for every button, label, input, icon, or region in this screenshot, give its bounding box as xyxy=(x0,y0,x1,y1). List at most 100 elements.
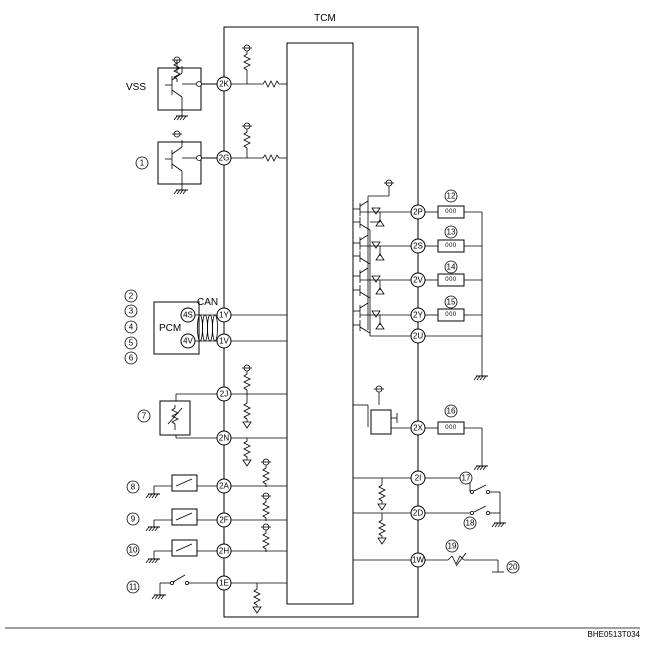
tcm-pin-2n: 2N xyxy=(216,430,232,446)
tcm-pin-1w: 1W xyxy=(410,552,426,568)
tcm-pin-2s: 2S xyxy=(410,238,426,254)
svg-text:20: 20 xyxy=(509,563,518,572)
pcm-label: PCM xyxy=(159,323,181,334)
driver-transistors xyxy=(353,200,411,337)
tcm-pin-2i: 2I xyxy=(410,470,426,486)
tcm-pin-2v: 2V xyxy=(410,272,426,288)
callout-9: 9 xyxy=(126,512,140,526)
callout-20: 20 xyxy=(506,560,520,574)
callout-14: 14 xyxy=(444,260,458,274)
svg-text:16: 16 xyxy=(447,407,456,416)
can-twisted-pair xyxy=(195,314,218,342)
callout-2: 2 xyxy=(124,289,138,303)
svg-text:2: 2 xyxy=(129,292,134,301)
svg-text:18: 18 xyxy=(466,519,475,528)
svg-text:19: 19 xyxy=(448,542,457,551)
svg-text:17: 17 xyxy=(462,474,471,483)
callout-7: 7 xyxy=(137,409,151,423)
svg-text:12: 12 xyxy=(447,192,456,201)
callout-16: 16 xyxy=(444,404,458,418)
svg-text:2G: 2G xyxy=(219,154,230,163)
tcm-pin-2x: 2X xyxy=(410,420,426,436)
tcm-pin-2h: 2H xyxy=(216,543,232,559)
svg-text:3: 3 xyxy=(129,307,134,316)
sensor-1 xyxy=(157,130,202,195)
tcm-pin-1y: 1Y xyxy=(216,307,232,323)
svg-text:15: 15 xyxy=(447,298,456,307)
tcm-pin-2a: 2A xyxy=(216,478,232,494)
tcm-title: TCM xyxy=(314,13,336,24)
switch-8 xyxy=(145,474,217,499)
svg-text:1W: 1W xyxy=(412,556,424,565)
tcm-pin-2d: 2D xyxy=(410,505,426,521)
svg-text:2X: 2X xyxy=(413,424,423,433)
tcm-box xyxy=(223,26,419,618)
svg-text:2V: 2V xyxy=(413,276,423,285)
vss-sensor xyxy=(157,56,202,121)
svg-text:1V: 1V xyxy=(219,337,229,346)
power-supply-1w xyxy=(353,552,504,573)
svg-text:1Y: 1Y xyxy=(219,311,229,320)
svg-text:10: 10 xyxy=(129,546,138,555)
svg-text:2J: 2J xyxy=(220,390,228,399)
pcm-box xyxy=(153,301,200,355)
svg-text:7: 7 xyxy=(142,412,147,421)
tcm-pin-2j: 2J xyxy=(216,386,232,402)
tcm-pin-2k: 2K xyxy=(216,76,232,92)
svg-text:4: 4 xyxy=(129,323,134,332)
callout-5: 5 xyxy=(124,336,138,350)
callout-3: 3 xyxy=(124,304,138,318)
tcm-pin-2g: 2G xyxy=(216,150,232,166)
svg-text:6: 6 xyxy=(129,354,134,363)
tcm-pin-2y: 2Y xyxy=(410,307,426,323)
pcm-pin-4s: 4S xyxy=(180,307,196,323)
diagram-code: BHE0513T034 xyxy=(588,630,641,639)
svg-text:1: 1 xyxy=(140,159,145,168)
svg-text:2A: 2A xyxy=(219,482,229,491)
svg-text:2N: 2N xyxy=(219,434,229,443)
svg-text:2F: 2F xyxy=(219,516,228,525)
callout-11: 11 xyxy=(126,580,140,594)
svg-text:11: 11 xyxy=(129,583,138,592)
driver-2x: 000 xyxy=(353,385,489,471)
tcm-logic-box xyxy=(286,42,354,605)
callout-1: 1 xyxy=(135,156,149,170)
tcm-pin-1v: 1V xyxy=(216,333,232,349)
svg-text:5: 5 xyxy=(129,339,134,348)
svg-text:8: 8 xyxy=(131,483,136,492)
svg-text:000: 000 xyxy=(445,312,457,318)
can-label: CAN xyxy=(197,297,218,308)
tcm-pin-2f: 2F xyxy=(216,512,232,528)
callout-6: 6 xyxy=(124,351,138,365)
callout-15: 15 xyxy=(444,295,458,309)
callout-13: 13 xyxy=(444,225,458,239)
tcm-pin-2p: 2P xyxy=(410,204,426,220)
svg-text:000: 000 xyxy=(445,277,457,283)
svg-text:14: 14 xyxy=(447,263,456,272)
vss-label: VSS xyxy=(126,82,146,93)
svg-text:4V: 4V xyxy=(183,337,193,346)
pcm-pin-4v: 4V xyxy=(180,333,196,349)
svg-text:2I: 2I xyxy=(415,474,422,483)
svg-text:2H: 2H xyxy=(219,547,229,556)
sensor-7-thermistor xyxy=(159,393,217,439)
svg-text:2K: 2K xyxy=(219,80,229,89)
svg-text:000: 000 xyxy=(445,209,457,215)
callout-8: 8 xyxy=(126,480,140,494)
switch-11 xyxy=(151,574,217,600)
tcm-pin-2u: 2U xyxy=(410,328,426,344)
svg-text:2U: 2U xyxy=(413,332,423,341)
svg-text:000: 000 xyxy=(445,243,457,249)
svg-text:2D: 2D xyxy=(413,509,423,518)
callout-18: 18 xyxy=(463,516,477,530)
svg-text:2P: 2P xyxy=(413,208,423,217)
switch-10 xyxy=(145,539,217,564)
svg-text:2S: 2S xyxy=(413,242,423,251)
callout-19: 19 xyxy=(445,539,459,553)
svg-text:000: 000 xyxy=(445,425,457,431)
callout-17: 17 xyxy=(459,471,473,485)
switch-9 xyxy=(145,508,217,532)
svg-text:9: 9 xyxy=(131,515,136,524)
svg-text:1E: 1E xyxy=(219,579,229,588)
